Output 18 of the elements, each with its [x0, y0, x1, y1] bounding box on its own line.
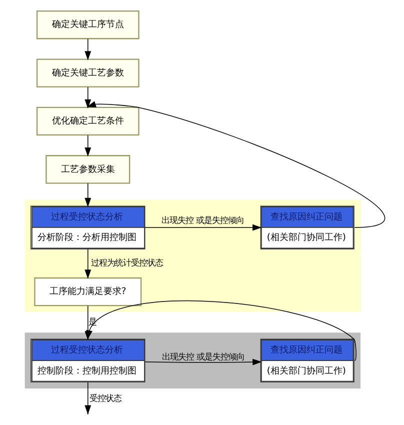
arrow [144, 358, 262, 366]
cluster [24, 332, 360, 388]
edge-label: 受控状态 [89, 392, 122, 403]
edge-label: 出现失控 或是失控倾向 [162, 352, 245, 362]
arrow [84, 38, 92, 60]
arrow [84, 86, 92, 108]
node-box: 工序能力满足要求? [34, 277, 142, 306]
arrow [84, 248, 92, 279]
edge-label: 出现失控 或是失控倾向 [161, 214, 244, 225]
node-box: 工艺参数采集 [46, 155, 130, 184]
edge-label: 过程为统计受控状态 [90, 258, 163, 268]
cluster [24, 200, 360, 312]
arrow [144, 224, 262, 231]
node-box: 确定关键工艺参数 [36, 58, 140, 88]
arrow [84, 134, 92, 157]
node-box: 确定关键工序节点 [36, 10, 140, 40]
arrow [84, 182, 92, 208]
node-box: 优化确定工艺条件 [36, 106, 140, 136]
